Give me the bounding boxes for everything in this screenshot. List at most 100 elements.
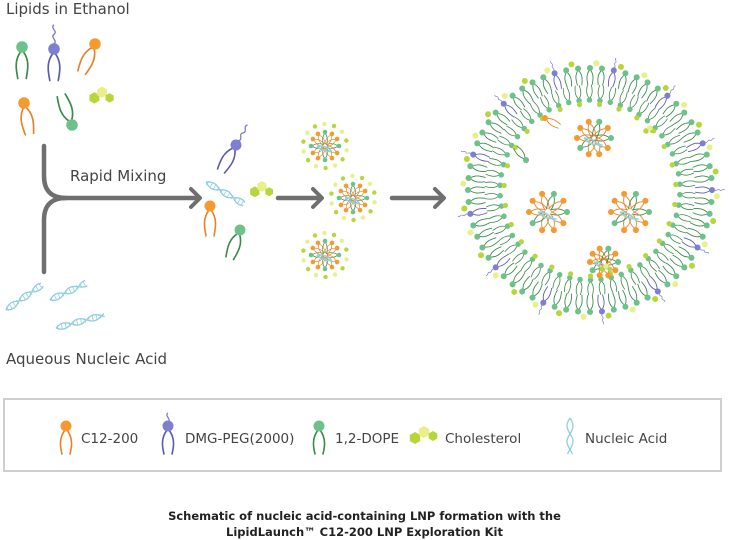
ethanol-lipids-group bbox=[15, 24, 114, 136]
legend-label-dope: 1,2-DOPE bbox=[335, 431, 400, 447]
dope-lipid bbox=[689, 218, 710, 229]
cholesterol-dot bbox=[504, 163, 511, 169]
cholesterol-ring bbox=[257, 181, 267, 192]
cholesterol bbox=[250, 181, 274, 198]
dope-lipid bbox=[485, 119, 504, 134]
c12-lipid bbox=[628, 213, 639, 234]
cholesterol-ring bbox=[651, 128, 657, 134]
dope-lipid bbox=[520, 108, 535, 125]
c12-lipid bbox=[585, 118, 597, 139]
cholesterol-ring bbox=[265, 187, 274, 197]
dope-lipid bbox=[686, 227, 706, 240]
cholesterol-dot bbox=[305, 157, 311, 163]
dope-lipid bbox=[492, 109, 511, 126]
dope-lipid bbox=[669, 254, 688, 271]
dope-lipid bbox=[484, 193, 503, 200]
cholesterol-dot bbox=[672, 281, 679, 288]
dope-lipid bbox=[529, 79, 543, 99]
dope-lipid bbox=[551, 289, 562, 310]
dmg-peg-lipid-icon bbox=[161, 412, 175, 455]
cholesterol-dot bbox=[502, 202, 508, 209]
legend-label-nucleic-acid: Nucleic Acid bbox=[585, 431, 668, 447]
mixing-arrow-bottom bbox=[41, 195, 69, 275]
cholesterol-ring bbox=[250, 186, 260, 198]
cholesterol-dot bbox=[605, 312, 612, 319]
cholesterol-dot bbox=[305, 239, 310, 244]
nucleic-acid-strand bbox=[55, 313, 105, 330]
dope-lipid bbox=[574, 85, 582, 104]
cholesterol-dot bbox=[463, 156, 470, 163]
dope-lipid bbox=[519, 276, 534, 295]
c12-lipid bbox=[315, 240, 327, 255]
dope-lipid bbox=[485, 203, 505, 212]
dope-lipid bbox=[350, 181, 356, 197]
cholesterol-dot bbox=[360, 215, 366, 220]
dope-lipid bbox=[598, 276, 606, 295]
cholesterol-dot bbox=[312, 124, 318, 129]
dope-lipid bbox=[659, 124, 676, 139]
dope-lipid bbox=[485, 246, 504, 261]
dope-lipid bbox=[662, 100, 680, 118]
cholesterol-dot bbox=[673, 181, 679, 188]
small-lnp-particle bbox=[301, 230, 349, 280]
dope-lipid bbox=[670, 222, 688, 234]
cholesterol-dot bbox=[322, 230, 327, 236]
nucleic-acid-strand bbox=[619, 211, 639, 223]
dope-lipid bbox=[637, 79, 651, 99]
cholesterol-dot bbox=[339, 238, 345, 244]
cholesterol-dot bbox=[713, 193, 720, 200]
cholesterol-dot bbox=[596, 101, 603, 108]
dope-lipid bbox=[546, 190, 557, 211]
cholesterol-ring bbox=[607, 266, 613, 272]
caption-line-1: Schematic of nucleic acid-containing LNP… bbox=[168, 509, 561, 523]
dope-lipid bbox=[513, 145, 530, 164]
peg-lipid bbox=[47, 24, 61, 82]
cholesterol-dot bbox=[492, 272, 499, 279]
dope-lipid bbox=[488, 213, 507, 224]
dope-lipid bbox=[497, 232, 516, 246]
dope-lipid bbox=[484, 181, 503, 189]
dope-lipid bbox=[552, 272, 563, 290]
c12-lipid bbox=[325, 245, 340, 257]
dope-lipid bbox=[500, 262, 518, 280]
cholesterol-dot bbox=[368, 209, 373, 214]
c12-lipid bbox=[18, 97, 35, 136]
dope-lipid bbox=[503, 125, 521, 140]
c12-lipid bbox=[351, 183, 363, 198]
cholesterol-ring bbox=[89, 92, 100, 104]
cholesterol-dot bbox=[313, 272, 319, 278]
dope-lipid bbox=[673, 212, 692, 222]
dope-lipid bbox=[474, 140, 494, 153]
cholesterol-dot bbox=[301, 139, 306, 144]
dope-lipid bbox=[512, 249, 528, 265]
mixing-components-group bbox=[203, 124, 274, 261]
c12-lipid bbox=[325, 144, 340, 156]
c12-lipid bbox=[621, 190, 632, 211]
cholesterol-dot bbox=[478, 252, 485, 259]
dope-lipid bbox=[509, 269, 526, 288]
cholesterol-ring bbox=[647, 125, 653, 131]
peg-lipid bbox=[695, 186, 725, 194]
internal-micelle bbox=[573, 118, 615, 158]
dope-lipid bbox=[551, 90, 562, 109]
cholesterol-dot bbox=[617, 63, 624, 70]
cholesterol-dot bbox=[587, 273, 594, 279]
cholesterol-dot bbox=[301, 248, 306, 253]
internal-micelle bbox=[607, 190, 653, 234]
dope-lipid bbox=[474, 227, 494, 240]
c12-lipid bbox=[353, 188, 368, 200]
dope-lipid bbox=[654, 269, 671, 288]
nucleic-acid-strand bbox=[583, 137, 603, 149]
cholesterol-dot bbox=[568, 271, 574, 277]
c12-lipid bbox=[353, 196, 368, 208]
cholesterol-dot bbox=[629, 306, 636, 313]
small-lnp-particle bbox=[301, 121, 349, 171]
cholesterol-dot bbox=[521, 78, 528, 85]
dope-lipid bbox=[681, 129, 701, 143]
dope-lipid bbox=[550, 208, 571, 216]
dope-lipid bbox=[464, 186, 485, 194]
dope-lipid bbox=[540, 74, 553, 94]
c12-lipid bbox=[607, 208, 628, 216]
cholesterol-dot bbox=[344, 247, 349, 252]
c12-lipid bbox=[546, 213, 557, 234]
